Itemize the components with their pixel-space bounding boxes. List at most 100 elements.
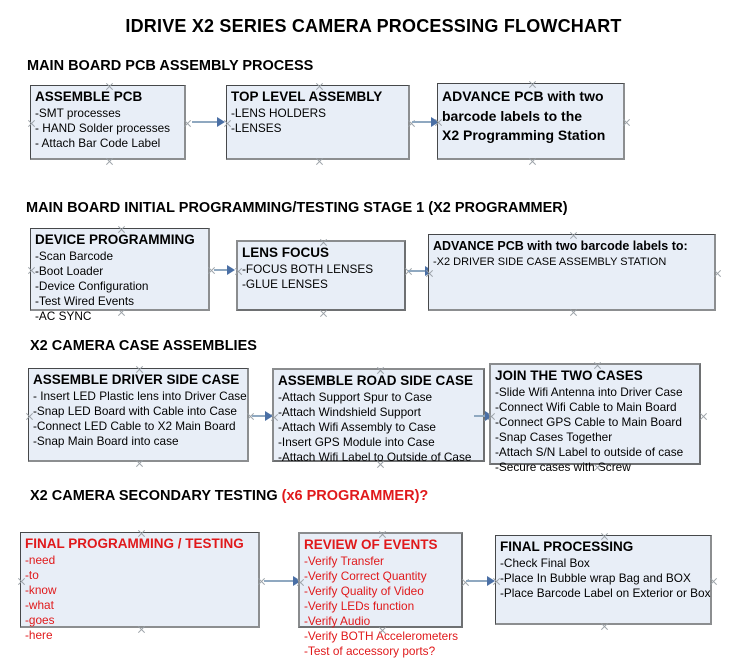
connection-handle-left[interactable] bbox=[25, 412, 34, 421]
box-line: -Verify BOTH Accelerometers bbox=[304, 629, 459, 643]
connector-arrow bbox=[474, 411, 493, 421]
section-heading-1: MAIN BOARD PCB ASSEMBLY PROCESS bbox=[27, 58, 313, 74]
box-line: barcode labels to the bbox=[442, 108, 583, 124]
section-heading-1-text: MAIN BOARD PCB ASSEMBLY PROCESS bbox=[27, 58, 314, 74]
connection-handle-top[interactable] bbox=[378, 530, 387, 539]
box-review-of-events[interactable]: REVIEW OF EVENTS -Verify Transfer -Verif… bbox=[296, 530, 463, 658]
box-title: FINAL PROCESSING bbox=[500, 539, 634, 554]
box-line: -Scan Barcode bbox=[35, 249, 114, 263]
box-line: -Boot Loader bbox=[35, 264, 104, 278]
connection-handle-bottom[interactable] bbox=[528, 157, 537, 166]
connector-arrow bbox=[192, 117, 225, 127]
connection-handle-top[interactable] bbox=[376, 366, 385, 375]
section-heading-3: X2 CAMERA CASE ASSEMBLIES bbox=[30, 338, 257, 354]
box-line: -Connect Wifi Cable to Main Board bbox=[495, 400, 677, 414]
connection-handle-bottom[interactable] bbox=[117, 308, 126, 317]
connection-handle-top[interactable] bbox=[569, 231, 578, 240]
connection-handle-left[interactable] bbox=[434, 118, 443, 127]
connection-handle-bottom[interactable] bbox=[315, 157, 324, 166]
box-assemble-pcb[interactable]: ASSEMBLE PCB -SMT processes - HAND Solde… bbox=[30, 85, 186, 160]
connection-handle-left[interactable] bbox=[492, 577, 501, 586]
connection-handle-top[interactable] bbox=[600, 532, 609, 541]
connection-handle-bottom[interactable] bbox=[135, 459, 144, 468]
box-line: -Test Wired Events bbox=[35, 294, 134, 308]
connection-handle-left[interactable] bbox=[17, 577, 26, 586]
connection-handle-top[interactable] bbox=[117, 225, 126, 234]
box-advance-pcb-programming-station[interactable]: ADVANCE PCB with two barcode labels to t… bbox=[437, 83, 625, 160]
connector-arrow bbox=[264, 576, 301, 586]
section-heading-4: X2 CAMERA SECONDARY TESTING (x6 PROGRAMM… bbox=[30, 488, 428, 504]
connection-handle-bottom[interactable] bbox=[378, 626, 387, 635]
section-heading-4-text: X2 CAMERA SECONDARY TESTING bbox=[30, 488, 282, 504]
box-line: - Attach Bar Code Label bbox=[35, 136, 161, 150]
box-assemble-road-side-case[interactable]: ASSEMBLE ROAD SIDE CASE -Attach Support … bbox=[270, 366, 485, 464]
connection-handle-left[interactable] bbox=[27, 119, 36, 128]
box-device-programming[interactable]: DEVICE PROGRAMMING -Scan Barcode -Boot L… bbox=[27, 225, 210, 323]
arrowhead-icon bbox=[227, 265, 235, 275]
connection-handle-right[interactable] bbox=[709, 577, 718, 586]
connection-handle-right[interactable] bbox=[699, 412, 708, 421]
connection-handle-right[interactable] bbox=[183, 119, 192, 128]
box-line: -Verify Correct Quantity bbox=[304, 569, 427, 583]
box-line: -Snap Cases Together bbox=[495, 430, 613, 444]
box-line: -Connect LED Cable to X2 Main Board bbox=[33, 419, 236, 433]
connection-handle-bottom[interactable] bbox=[593, 463, 602, 472]
box-join-the-two-cases[interactable]: JOIN THE TWO CASES -Slide Wifi Antenna i… bbox=[487, 361, 701, 474]
box-line: -LENS HOLDERS bbox=[231, 106, 327, 120]
connection-handle-left[interactable] bbox=[234, 267, 243, 276]
box-title: ADVANCE PCB with two bbox=[442, 88, 604, 104]
connection-handle-left[interactable] bbox=[27, 266, 36, 275]
connection-handle-right[interactable] bbox=[622, 118, 631, 127]
connection-handle-top[interactable] bbox=[315, 82, 324, 91]
connector-arrow bbox=[408, 266, 433, 276]
connection-handle-top[interactable] bbox=[528, 80, 537, 89]
box-assemble-driver-side-case[interactable]: ASSEMBLE DRIVER SIDE CASE - Insert LED P… bbox=[28, 368, 249, 462]
connection-handle-bottom[interactable] bbox=[600, 622, 609, 631]
connection-handle-left[interactable] bbox=[270, 413, 279, 422]
box-top-level-assembly[interactable]: TOP LEVEL ASSEMBLY -LENS HOLDERS -LENSES bbox=[226, 85, 410, 160]
connection-handle-top[interactable] bbox=[105, 82, 114, 91]
box-advance-pcb-driver-side-station[interactable]: ADVANCE PCB with two barcode labels to: … bbox=[428, 234, 716, 311]
box-line: -need bbox=[25, 553, 56, 567]
connection-handle-top[interactable] bbox=[319, 238, 328, 247]
box-line: -AC SYNC bbox=[35, 309, 92, 323]
box-line: X2 Programming Station bbox=[442, 127, 606, 143]
box-line: -Place In Bubble wrap Bag and BOX bbox=[500, 571, 691, 585]
connection-handle-left[interactable] bbox=[425, 269, 434, 278]
box-line: -Insert GPS Module into Case bbox=[278, 435, 435, 449]
connection-handle-top[interactable] bbox=[593, 361, 602, 370]
connection-handle-top[interactable] bbox=[135, 365, 144, 374]
box-final-programming-testing[interactable]: FINAL PROGRAMMING / TESTING -need -to -k… bbox=[17, 529, 260, 642]
connection-handle-bottom[interactable] bbox=[376, 460, 385, 469]
box-title: ASSEMBLE ROAD SIDE CASE bbox=[278, 373, 474, 388]
box-final-processing[interactable]: FINAL PROCESSING -Check Final Box -Place… bbox=[495, 535, 712, 625]
connection-handle-bottom[interactable] bbox=[569, 308, 578, 317]
connection-handle-right[interactable] bbox=[407, 119, 416, 128]
arrowhead-icon bbox=[217, 117, 225, 127]
connection-handle-bottom[interactable] bbox=[137, 625, 146, 634]
box-title: FINAL PROGRAMMING / TESTING bbox=[25, 536, 244, 551]
box-title: TOP LEVEL ASSEMBLY bbox=[231, 89, 383, 104]
box-line: -Connect GPS Cable to Main Board bbox=[495, 415, 682, 429]
connector-arrow bbox=[466, 576, 495, 586]
box-title: JOIN THE TWO CASES bbox=[495, 368, 643, 383]
box-line: -Verify Transfer bbox=[304, 554, 384, 568]
box-line: -Verify Quality of Video bbox=[304, 584, 424, 598]
connection-handle-left[interactable] bbox=[223, 119, 232, 128]
connection-handle-right[interactable] bbox=[713, 269, 722, 278]
connection-handle-top[interactable] bbox=[137, 529, 146, 538]
connection-handle-left[interactable] bbox=[296, 578, 305, 587]
box-line: - Insert LED Plastic lens into Driver Ca… bbox=[33, 389, 247, 403]
box-title: DEVICE PROGRAMMING bbox=[35, 232, 195, 247]
box-title: LENS FOCUS bbox=[242, 245, 330, 260]
connection-handle-bottom[interactable] bbox=[105, 157, 114, 166]
connection-handle-right[interactable] bbox=[461, 578, 470, 587]
box-line: -FOCUS BOTH LENSES bbox=[242, 262, 374, 276]
box-lens-focus[interactable]: LENS FOCUS -FOCUS BOTH LENSES -GLUE LENS… bbox=[236, 240, 406, 311]
box-line: -Attach S/N Label to outside of case bbox=[495, 445, 684, 459]
box-line: -what bbox=[25, 598, 54, 612]
connection-handle-bottom[interactable] bbox=[319, 309, 328, 318]
box-line: -here bbox=[25, 628, 53, 642]
box-line: -Check Final Box bbox=[500, 556, 590, 570]
connection-handle-left[interactable] bbox=[487, 412, 496, 421]
